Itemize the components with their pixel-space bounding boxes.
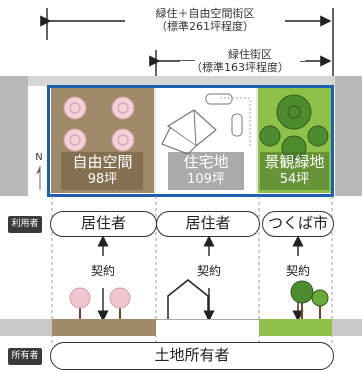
owner-pill <box>50 342 334 370</box>
house-area: 109坪 <box>187 172 225 187</box>
owner-text: 土地所有者 <box>154 346 230 364</box>
user-pill-green <box>262 211 334 237</box>
free-space-name: 自由空間 <box>72 153 133 171</box>
elevation-illustration <box>69 279 329 319</box>
compass-label: N <box>35 152 43 163</box>
user-role-label: 利用者 <box>8 216 42 233</box>
free-space-label-box <box>61 152 143 190</box>
ground-house <box>156 319 259 336</box>
house-label-box <box>168 152 244 190</box>
north-arrow-icon <box>36 166 41 190</box>
contract-house: 契約 <box>189 264 229 278</box>
user-green: つくば市 <box>267 214 328 232</box>
contract-green: 契約 <box>278 264 318 278</box>
road-top <box>28 76 335 86</box>
green-name: 景観緑地 <box>264 153 325 171</box>
inner-dimension-title: 緑住街区 <box>195 48 305 61</box>
ground-green <box>259 319 332 336</box>
user-house: 居住者 <box>185 214 231 232</box>
tree-cluster-icon <box>63 96 135 152</box>
cherry-tree-icon <box>69 287 131 319</box>
green-area: 54坪 <box>279 172 310 187</box>
user-free-space: 居住者 <box>80 214 126 232</box>
house-roof-icon <box>161 93 251 155</box>
plot-divider <box>154 88 156 193</box>
outer-dimension-standard: （標準261坪程度） <box>125 20 285 33</box>
free-space-area: 98坪 <box>87 172 118 187</box>
ground-free-space <box>52 319 156 336</box>
contract-free-space: 契約 <box>83 264 123 278</box>
inner-dimension-standard: （標準163坪程度） <box>180 61 300 74</box>
plot-divider <box>256 88 258 193</box>
block-frame <box>47 85 334 197</box>
house-name: 住宅地 <box>183 153 229 171</box>
outer-dimension-title: 緑住＋自由空間街区 <box>125 7 285 20</box>
road-left <box>0 76 28 196</box>
green-label-box <box>260 152 329 190</box>
road-right <box>335 76 362 196</box>
owner-role-label: 所有者 <box>8 348 42 365</box>
